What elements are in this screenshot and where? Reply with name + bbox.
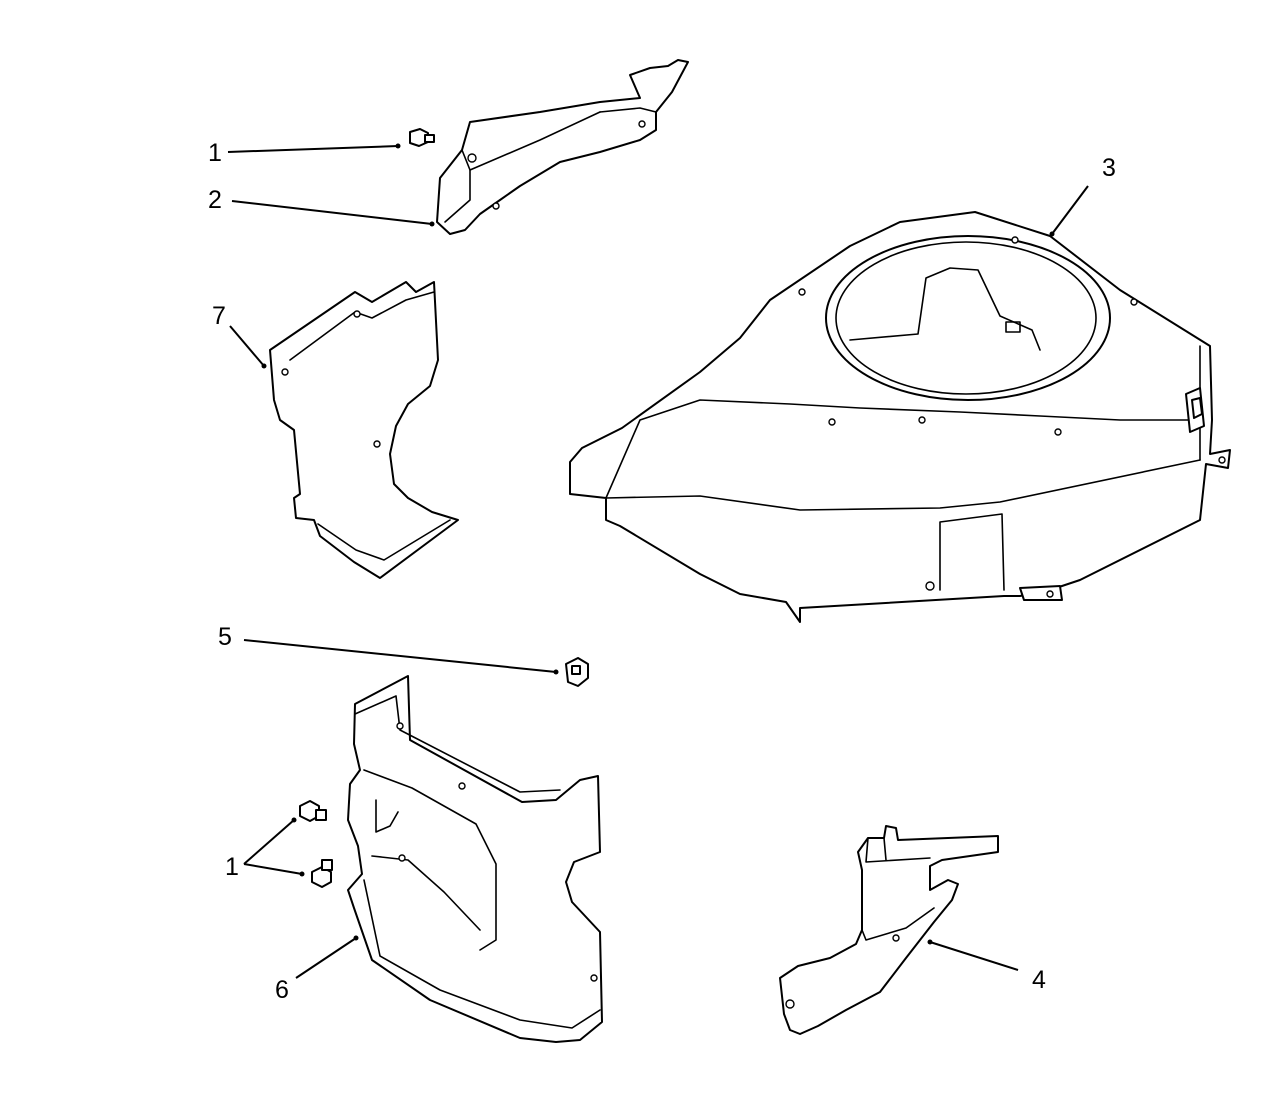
- callout-3: 3: [1102, 154, 1116, 182]
- callout-labels: 1 2 3 7 5 1 6 4: [208, 139, 1116, 1004]
- part-2-bracket: [436, 59, 689, 235]
- part-1-screw-top: [409, 128, 435, 147]
- callout-1-bottom: 1: [225, 853, 239, 881]
- leader-lines: [227, 143, 1089, 979]
- part-3-blower-housing: [569, 211, 1231, 623]
- callout-5: 5: [218, 623, 232, 651]
- callout-1-top: 1: [208, 139, 222, 167]
- callout-2: 2: [208, 186, 222, 214]
- callout-4: 4: [1032, 966, 1046, 994]
- callout-6: 6: [275, 976, 289, 1004]
- part-7-side-shield: [269, 281, 459, 579]
- part-5-nut: [565, 657, 589, 687]
- part-6-cylinder-shield: [347, 675, 603, 1043]
- part-1-screws-bottom: [299, 800, 333, 888]
- callout-7: 7: [212, 302, 226, 330]
- part-4-baffle: [779, 825, 999, 1035]
